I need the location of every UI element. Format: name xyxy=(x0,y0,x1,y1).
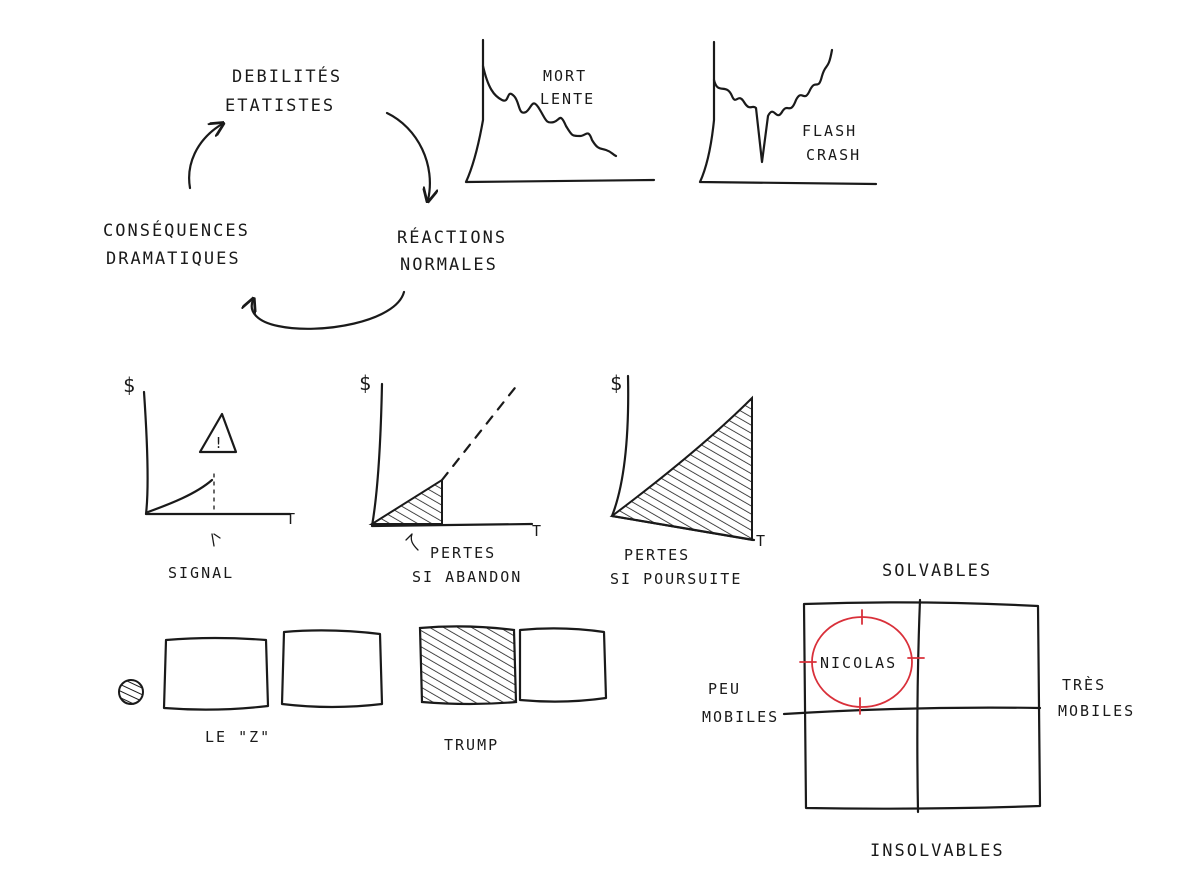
box-2 xyxy=(280,629,384,709)
matrix-right-line1: TRÈS xyxy=(1062,675,1106,694)
abandon-label-line2: SI ABANDON xyxy=(412,568,522,586)
slow-death-curve xyxy=(481,64,618,158)
continue-y-symbol: $ xyxy=(610,371,622,395)
matrix-left-line2: MOBILES xyxy=(702,708,779,726)
cycle-arrow-down xyxy=(385,111,430,200)
cycle-diagram: DEBILITÉS ETATISTES RÉACTIONS NORMALES C… xyxy=(103,65,507,330)
abandon-x-symbol: T xyxy=(532,522,543,540)
matrix-horizontal-divider xyxy=(782,706,1042,716)
matrix: SOLVABLES INSOLVABLES PEU MOBILES TRÈS M… xyxy=(702,561,1135,861)
cycle-right-line2: NORMALES xyxy=(400,255,498,275)
continue-axes xyxy=(610,374,756,542)
signal-label: SIGNAL xyxy=(168,564,234,582)
box-hatched xyxy=(418,625,518,706)
cycle-left-line2: DRAMATIQUES xyxy=(106,249,241,269)
cycle-left-line1: CONSÉQUENCES xyxy=(103,219,250,241)
matrix-left-line1: PEU xyxy=(708,680,741,698)
flash-crash-label-line2: CRASH xyxy=(806,146,861,164)
slow-death-axes xyxy=(464,38,656,184)
flash-crash-curve xyxy=(712,48,834,164)
abandon-label-line1: PERTES xyxy=(430,544,496,562)
boxes-row: LE "Z" TRUMP xyxy=(118,625,608,754)
warning-triangle-icon xyxy=(198,412,238,454)
cycle-arrow-up xyxy=(188,124,222,190)
continue-label-line2: SI POURSUITE xyxy=(610,570,742,588)
abandon-dashed-projection xyxy=(440,382,520,482)
signal-y-symbol: $ xyxy=(123,373,135,397)
continue-x-symbol: T xyxy=(756,532,767,550)
signal-x-symbol: T xyxy=(286,510,297,528)
continue-label-line1: PERTES xyxy=(624,546,690,564)
continue-hatched-area xyxy=(609,395,753,542)
box-1 xyxy=(162,636,270,711)
matrix-vertical-divider xyxy=(916,598,922,814)
abandon-graph: $ T PERTES SI ABANDON xyxy=(359,371,543,586)
matrix-bottom-label: INSOLVABLES xyxy=(870,841,1005,861)
cycle-top-line2: ETATISTES xyxy=(225,96,335,116)
matrix-top-label: SOLVABLES xyxy=(882,561,992,581)
matrix-right-line2: MOBILES xyxy=(1058,702,1135,720)
continue-graph: $ T PERTES SI POURSUITE xyxy=(609,371,767,588)
abandon-pointer-icon xyxy=(405,533,419,551)
box-label-z: LE "Z" xyxy=(205,728,271,746)
cycle-right-line1: RÉACTIONS xyxy=(397,226,507,248)
flash-crash-label-line1: FLASH xyxy=(802,122,857,140)
abandon-axes xyxy=(370,382,534,528)
abandon-hatched-area xyxy=(368,478,443,525)
warning-mark: ! xyxy=(214,434,225,452)
signal-graph: $ T ! SIGNAL xyxy=(123,373,297,582)
flash-crash-graph: FLASH CRASH xyxy=(698,40,878,186)
signal-pointer-icon xyxy=(211,533,221,547)
matrix-frame xyxy=(802,601,1042,810)
slow-death-label-line2: LENTE xyxy=(540,90,595,108)
flash-crash-axes xyxy=(698,40,878,186)
slow-death-graph: MORT LENTE xyxy=(464,38,656,184)
cycle-top-line1: DEBILITÉS xyxy=(232,65,342,87)
signal-curve xyxy=(146,478,214,514)
box-4 xyxy=(518,627,608,703)
box-label-trump: TRUMP xyxy=(444,736,499,754)
hatched-dot-icon xyxy=(118,679,144,705)
slow-death-label-line1: MORT xyxy=(543,67,587,85)
cycle-arrow-back xyxy=(252,290,406,330)
abandon-y-symbol: $ xyxy=(359,371,371,395)
matrix-circled-name: NICOLAS xyxy=(820,654,897,672)
signal-axes xyxy=(142,390,292,516)
